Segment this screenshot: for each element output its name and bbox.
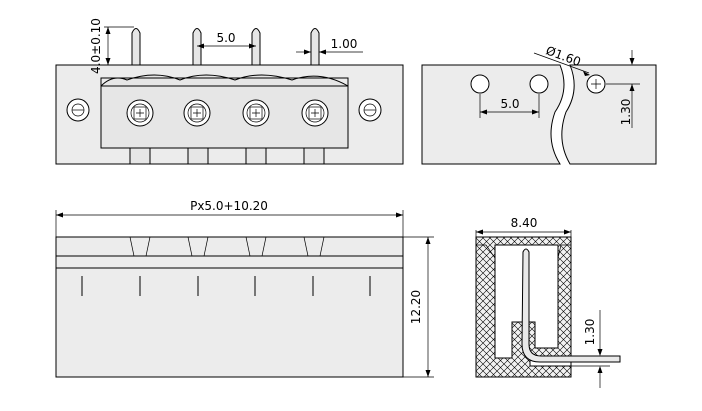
dim-hole-offset-label: 1.30 [619,99,633,126]
dim-pin-offset: 1.30 [571,310,610,388]
dim-hole-offset: 1.30 [606,50,640,128]
front-bottom-tabs [129,147,325,165]
side-view: Ø1.60 5.0 1.30 [421,43,657,165]
top-housing [55,236,404,378]
front-view: 4.0±0.10 5.0 1.00 [55,18,404,165]
front-plug [100,74,349,149]
section-pin [521,248,621,363]
front-pins [131,28,320,66]
top-notches [129,236,325,257]
front-screws [126,99,329,127]
front-flange-holes [66,98,382,122]
side-housing-right [561,64,657,165]
dim-pin-width: 1.00 [296,37,363,55]
top-view: Px5.0+10.20 12.20 [55,199,434,378]
dim-pitch-side: 5.0 [479,94,540,118]
dim-depth-label: 8.40 [511,216,538,230]
dim-pitch-side-label: 5.0 [500,97,519,111]
dim-height-label: 12.20 [409,290,423,324]
dim-pitch-front: 5.0 [197,31,256,49]
dim-pin-offset-label: 1.30 [583,319,597,346]
dim-pitch-front-label: 5.0 [216,31,235,45]
dim-total-length: Px5.0+10.20 [55,199,404,237]
dim-pin-width-label: 1.00 [331,37,358,51]
dim-depth: 8.40 [475,216,572,237]
side-housing-left [421,64,565,165]
side-hole-1 [470,74,490,94]
dim-height: 12.20 [403,236,434,378]
section-view: 8.40 1.30 [475,216,621,388]
dim-pin-height-label: 4.0±0.10 [89,18,103,74]
dim-total-length-label: Px5.0+10.20 [190,199,268,213]
side-hole-2 [529,74,549,94]
top-pins [81,276,371,296]
dim-pin-height: 4.0±0.10 [89,18,134,74]
